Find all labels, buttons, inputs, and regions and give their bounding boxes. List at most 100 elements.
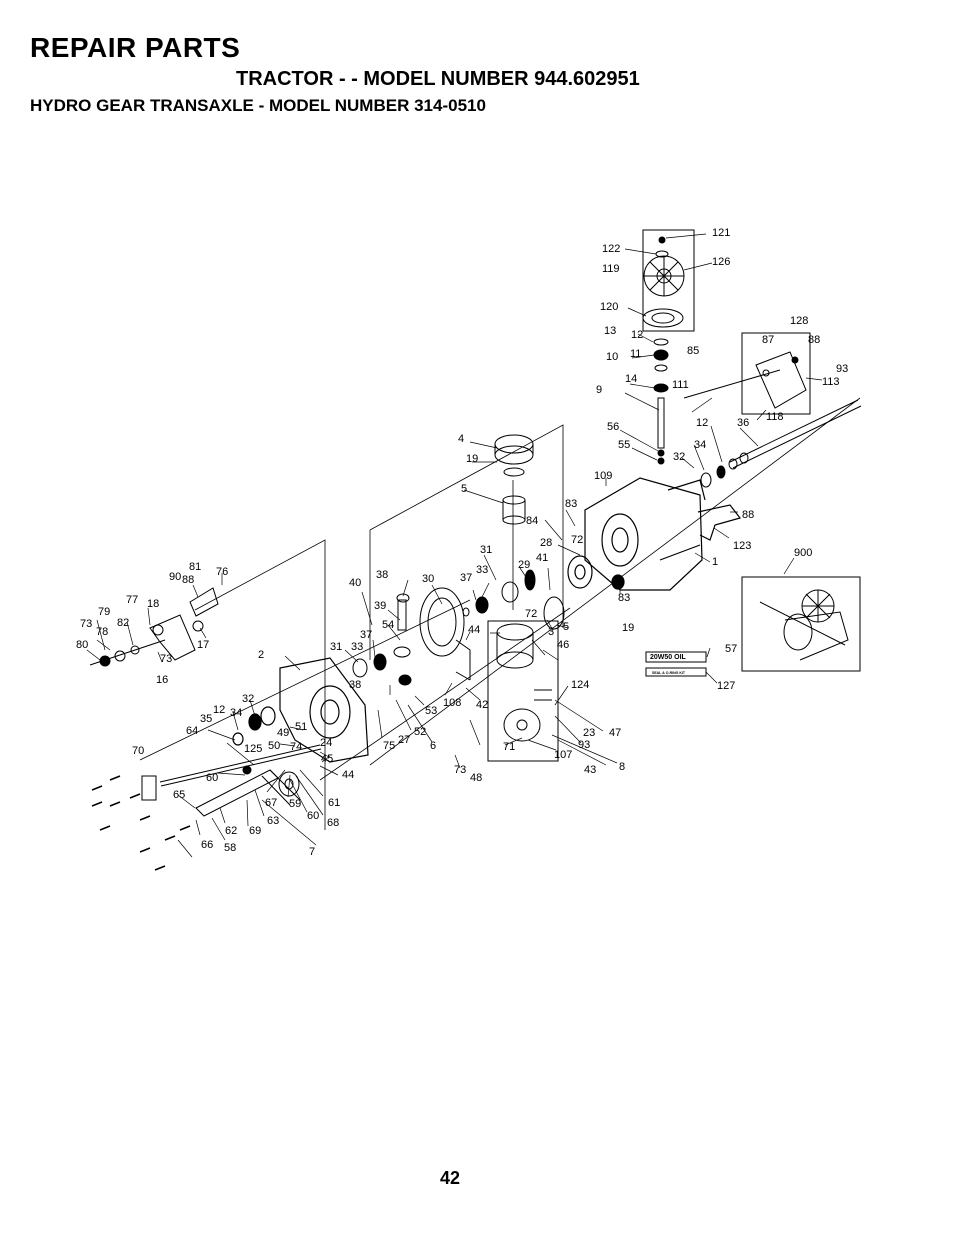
part-callout: 33: [476, 564, 489, 576]
part-callout: 46: [557, 639, 570, 651]
leader-lines: [86, 233, 823, 858]
part-callout: 123: [733, 540, 752, 552]
page-number: 42: [440, 1168, 461, 1188]
part-callout: 54: [382, 619, 395, 631]
part-callout: 50: [268, 740, 281, 752]
part-callout: 88: [182, 574, 195, 586]
part-callout: 85: [687, 345, 700, 357]
part-callout: 41: [536, 552, 549, 564]
part-callout: 10: [606, 351, 619, 363]
part-callout: 84: [526, 515, 539, 527]
part-callout: 45: [321, 753, 334, 765]
part-callout: 109: [594, 470, 613, 482]
part-callout: 73: [80, 618, 93, 630]
part-callout: 66: [201, 839, 214, 851]
upper-axle: [683, 369, 862, 488]
part-callout: 1: [712, 556, 719, 568]
part-callout: 11: [630, 348, 642, 360]
part-callout: 87: [762, 334, 775, 346]
fan-pulley-inset-frame: [642, 229, 695, 332]
lower-axle: [141, 744, 322, 801]
part-callout: 82: [117, 617, 130, 629]
part-callout: 32: [242, 693, 255, 705]
part-callout: 36: [737, 417, 750, 429]
part-callout: 31: [330, 641, 343, 653]
part-callout: 38: [349, 679, 362, 691]
part-callout: 107: [554, 749, 573, 761]
part-callout: 47: [609, 727, 622, 739]
part-callout: 900: [794, 547, 813, 559]
part-callout: 90: [169, 571, 182, 583]
part-callout: 18: [147, 598, 160, 610]
part-callout: 61: [328, 797, 341, 809]
part-callout: 16: [156, 674, 169, 686]
part-callout: 34: [230, 707, 243, 719]
seal-kit-tag: SEAL & O-RING KIT: [652, 671, 685, 675]
part-callout: 57: [725, 643, 738, 655]
part-callout: 83: [565, 498, 578, 510]
part-callout: 64: [186, 725, 199, 737]
part-callout: 128: [790, 315, 809, 327]
part-callout: 120: [600, 301, 619, 313]
part-callout: 23: [583, 727, 596, 739]
part-callout: 49: [277, 727, 290, 739]
part-callout: 37: [360, 629, 373, 641]
part-callout: 4: [458, 433, 465, 445]
part-callout: 28: [540, 537, 553, 549]
part-callout: 56: [607, 421, 620, 433]
page-title: REPAIR PARTS: [30, 32, 241, 63]
part-callout: 34: [694, 439, 707, 451]
part-callout: 83: [618, 592, 631, 604]
part-callout: 19: [466, 453, 479, 465]
part-callout: 124: [571, 679, 590, 691]
part-callout: 69: [249, 825, 262, 837]
part-callout: 81: [189, 561, 202, 573]
part-callout: 40: [349, 577, 362, 589]
assembly-thumbnail: [759, 589, 849, 661]
part-callout: 70: [132, 745, 145, 757]
pump-block-frame: [487, 620, 559, 762]
transaxle-model-heading: HYDRO GEAR TRANSAXLE - MODEL NUMBER 314-…: [30, 96, 486, 115]
part-callout: 33: [351, 641, 364, 653]
part-callout: 121: [712, 227, 731, 239]
part-callout: 73: [160, 653, 173, 665]
part-callout: 43: [584, 764, 597, 776]
part-callout: 19: [622, 622, 635, 634]
part-callout: 8: [619, 761, 626, 773]
part-callout: 122: [602, 243, 621, 255]
part-callout: 74: [290, 741, 303, 753]
part-callout: 93: [836, 363, 849, 375]
part-callout: 7: [309, 846, 316, 858]
oil-spec-tag: 20W50 OIL: [650, 654, 686, 661]
part-callout: 35: [200, 713, 213, 725]
pump-top-assembly: [494, 434, 534, 525]
part-callout: 63: [267, 815, 280, 827]
tractor-model-heading: TRACTOR - - MODEL NUMBER 944.602951: [236, 68, 640, 90]
part-callout: 65: [173, 789, 186, 801]
part-callout: 68: [327, 817, 340, 829]
part-callout: 2: [258, 649, 265, 661]
part-callout: 73: [454, 764, 467, 776]
bolt-set: [91, 775, 191, 871]
part-callout: 12: [631, 329, 644, 341]
part-callout: 38: [376, 569, 389, 581]
part-callout: 59: [289, 798, 302, 810]
part-callout: 78: [96, 626, 109, 638]
part-callout: 71: [503, 741, 516, 753]
part-callout: 24: [320, 737, 333, 749]
part-callout: 12: [213, 704, 226, 716]
part-callout: 29: [518, 559, 531, 571]
part-callout: 80: [76, 639, 89, 651]
part-callout: 30: [422, 573, 435, 585]
part-callout: 5: [461, 483, 468, 495]
part-callout: 125: [244, 743, 263, 755]
part-callout: 39: [374, 600, 387, 612]
part-callout: 62: [225, 825, 238, 837]
part-callout: 67: [265, 797, 278, 809]
center-gearing: [352, 569, 565, 686]
part-callout: 113: [822, 376, 840, 388]
part-callout: 37: [460, 572, 473, 584]
part-callout: 48: [470, 772, 483, 784]
part-callout: 31: [480, 544, 493, 556]
